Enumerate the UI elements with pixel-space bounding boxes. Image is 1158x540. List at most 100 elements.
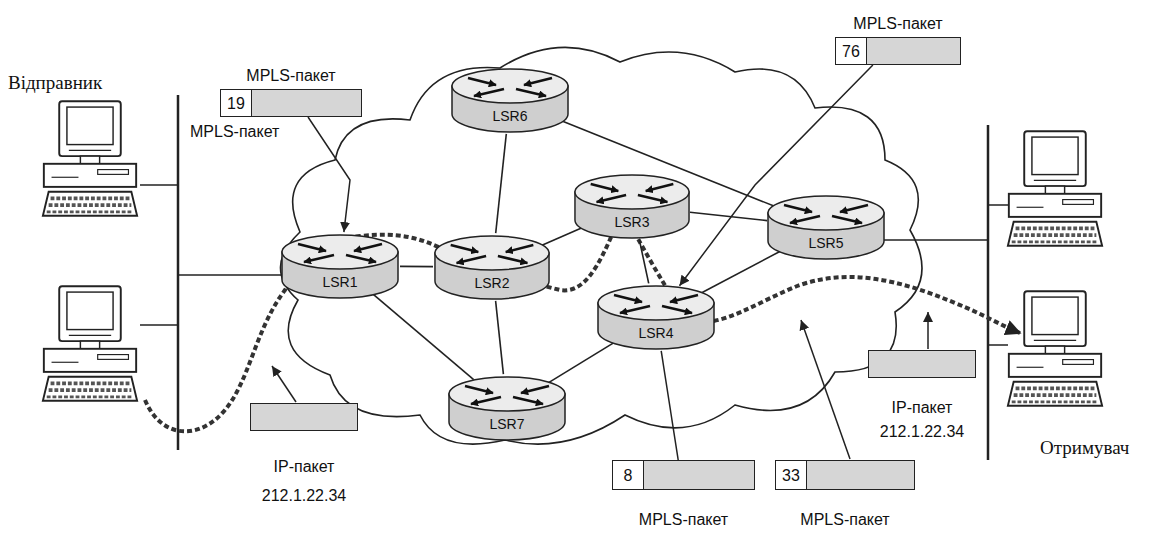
lan-wire xyxy=(140,324,178,326)
router-top xyxy=(575,175,689,209)
router-node: LSR2 xyxy=(433,233,551,301)
network-link xyxy=(373,294,473,379)
lan-wire xyxy=(140,184,178,186)
mpls-packet: 8 xyxy=(612,460,755,490)
ip-address: 212.1.22.34 xyxy=(250,486,358,505)
packet-caption: IP-пакет xyxy=(250,457,358,476)
router-arrow xyxy=(471,397,501,404)
router-arrow xyxy=(784,205,812,212)
lan-wire xyxy=(988,204,1008,206)
router-uplink xyxy=(880,239,988,241)
router-arrow xyxy=(840,205,868,212)
receiver-label: Отримувач xyxy=(1040,437,1129,459)
router-name: LSR6 xyxy=(450,66,570,124)
router-name: LSR2 xyxy=(433,233,551,291)
lan-bus xyxy=(987,125,990,460)
router-top xyxy=(282,235,398,269)
router-arrow xyxy=(620,306,650,313)
router-arrow xyxy=(498,256,528,263)
sender-label: Відправник xyxy=(8,72,102,94)
router-arrow xyxy=(506,245,534,252)
leader-arrow xyxy=(801,320,850,459)
router-arrow xyxy=(513,397,543,404)
router-arrow xyxy=(304,255,334,262)
router-uplink xyxy=(178,274,285,276)
computer-icon xyxy=(43,101,137,215)
router-arrow xyxy=(638,195,668,202)
router-arrow xyxy=(646,184,674,191)
packet-node: MPLS-пакет19 xyxy=(220,66,362,117)
router-top xyxy=(598,286,714,320)
packet-node: 33MPLS-пакет xyxy=(775,460,915,529)
network-link xyxy=(400,266,433,268)
router-arrow xyxy=(662,306,692,313)
packet-node: IP-пакет 212.1.22.34 xyxy=(250,403,358,505)
packet-node: IP-пакет 212.1.22.34 xyxy=(868,350,976,441)
label-value: 8 xyxy=(613,461,644,489)
router-node: LSR7 xyxy=(447,374,567,442)
router-node: LSR4 xyxy=(596,283,716,351)
packet-node: MPLS-пакет 76 xyxy=(835,14,961,65)
computer-icon xyxy=(1008,131,1102,245)
router-top xyxy=(435,236,549,270)
packet-node: 8MPLS-пакет xyxy=(612,460,755,529)
mpls-packet: 19 xyxy=(220,89,362,117)
router-arrow xyxy=(790,216,820,223)
packet-label: MPLS-пакет xyxy=(190,122,279,141)
network-link xyxy=(496,134,507,233)
ip-packet xyxy=(868,350,976,378)
router-node: LSR5 xyxy=(766,193,886,261)
router-arrow xyxy=(457,256,487,263)
router-arrow xyxy=(354,244,382,251)
router-arrow xyxy=(597,195,627,202)
router-arrow xyxy=(670,295,698,302)
network-link xyxy=(548,342,615,383)
router-node: LSR1 xyxy=(280,232,400,300)
packet-caption: MPLS-пакет xyxy=(835,14,961,33)
router-node: LSR6 xyxy=(450,66,570,134)
router-arrow xyxy=(346,255,376,262)
router-arrow xyxy=(516,89,546,96)
ip-packet xyxy=(250,403,358,431)
ip-address: 212.1.22.34 xyxy=(868,422,976,441)
leader-arrow xyxy=(308,117,350,232)
router-top xyxy=(768,196,884,230)
router-arrow xyxy=(298,244,326,251)
router-top xyxy=(449,377,565,411)
lan-bus xyxy=(177,95,180,450)
packet-caption: IP-пакет xyxy=(868,398,976,417)
packet-caption: MPLS-пакет xyxy=(612,510,755,529)
router-arrow xyxy=(468,78,496,85)
lan-wire xyxy=(988,344,1008,346)
packet-label: MPLS-пакет xyxy=(190,122,279,141)
router-arrow xyxy=(614,295,642,302)
router-arrow xyxy=(521,386,549,393)
router-arrow xyxy=(451,245,479,252)
computer-icon xyxy=(43,286,137,400)
receiver-label: Отримувач xyxy=(1040,437,1129,459)
leader-arrow xyxy=(927,312,929,349)
mpls-packet: 33 xyxy=(775,460,915,490)
mpls-packet: 76 xyxy=(835,37,961,65)
network-cloud xyxy=(280,47,922,444)
router-name: LSR4 xyxy=(596,283,716,341)
router-arrow xyxy=(832,216,862,223)
label-value: 33 xyxy=(776,461,807,489)
leader-arrow xyxy=(661,351,678,460)
label-value: 76 xyxy=(836,38,867,64)
router-top xyxy=(452,69,568,103)
router-name: LSR7 xyxy=(447,374,567,432)
router-name: LSR1 xyxy=(280,232,400,290)
network-link xyxy=(496,301,504,374)
network-link xyxy=(539,227,585,247)
leader-arrow xyxy=(272,366,296,402)
computer-icon xyxy=(1008,291,1102,405)
network-link xyxy=(639,240,648,284)
router-node: LSR3 xyxy=(573,172,691,240)
router-name: LSR5 xyxy=(766,193,886,251)
sender-label: Відправник xyxy=(8,72,102,94)
label-value: 19 xyxy=(221,90,252,116)
